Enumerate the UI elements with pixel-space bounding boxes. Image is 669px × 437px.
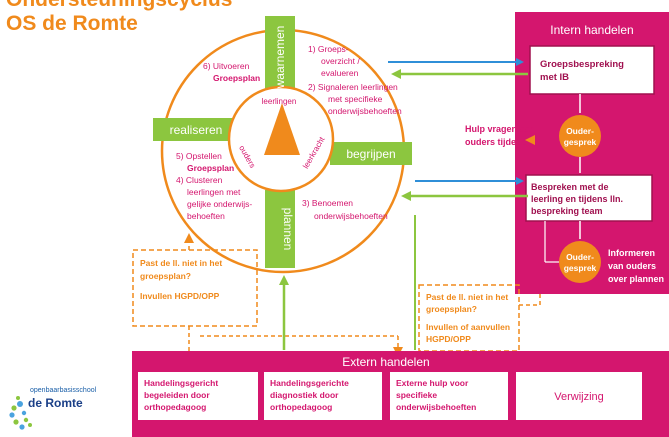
segment-realiseren	[153, 118, 241, 141]
q2-line3: onderwijsbehoeften	[328, 106, 402, 116]
q5-line2: Groepsplan	[187, 163, 234, 173]
title-line1: Ondersteuningscyclus	[6, 0, 232, 12]
extern-box4-line1: Verwijzing	[554, 391, 604, 403]
hulp-vragen-line2: ouders tijdens:	[465, 137, 530, 147]
informeren-line1: Informeren	[608, 248, 655, 258]
dashed-left-line3: Invullen HGPD/OPP	[140, 291, 220, 301]
center-triangle	[264, 103, 300, 155]
dashed-box-right: Past de ll. niet in het groepsplan? Invu…	[418, 284, 520, 352]
logo-small-text: openbaarbasisschool	[30, 387, 97, 394]
dashed-right-line1: Past de ll. niet in het	[426, 292, 508, 302]
bespreken-line3: bespreking team	[531, 206, 603, 216]
q2-line1: 2) Signaleren leerlingen	[308, 82, 398, 92]
extern-box1-line2: begeleiden door	[144, 390, 210, 400]
logo-icon	[9, 396, 32, 430]
q1-line2: overzicht /	[321, 56, 360, 66]
extern-box2-line3: orthopedagoog	[270, 402, 332, 412]
informeren-line2: van ouders	[608, 261, 656, 271]
q4-line2: leerlingen met	[187, 187, 241, 197]
extern-box3-line3: onderwijsbehoeften	[396, 402, 476, 412]
oudergesprek-1-line1: Ouder-	[566, 126, 594, 136]
q3-line2: onderwijsbehoeften	[314, 211, 388, 221]
q4-line3: gelijke onderwijs-	[187, 199, 252, 209]
extern-box2-line1: Handelingsgerichte	[270, 378, 349, 388]
q3-line1: 3) Benoemen	[302, 198, 353, 208]
extern-box2-line2: diagnostiek door	[270, 390, 339, 400]
q1-line3: evalueren	[321, 68, 359, 78]
intern-panel: Intern handelen Groepsbespreking met IB …	[515, 12, 669, 294]
oudergesprek-1-line2: gesprek	[564, 137, 597, 147]
q6-line2: Groepsplan	[213, 73, 260, 83]
label-realiseren: realiseren	[170, 123, 223, 137]
q4-line4: behoeften	[187, 211, 225, 221]
logo-main-text: de Romte	[28, 396, 83, 410]
bespreken-line2: leerling en tijdens lln.	[531, 194, 623, 204]
dashed-right-line3: Invullen of aanvullen	[426, 322, 510, 332]
dashed-right-line2: groepsplan?	[426, 304, 477, 314]
bespreken-line1: Bespreken met de	[531, 182, 609, 192]
dashed-box-left: Past de ll. niet in het groepsplan? Invu…	[132, 249, 258, 327]
extern-box3-line2: specifieke	[396, 390, 437, 400]
dashed-left-line1: Past de ll. niet in het	[140, 258, 222, 268]
groepsbespreking-line2: met IB	[540, 72, 569, 83]
extern-box-1	[138, 372, 258, 420]
q4-line1: 4) Clusteren	[176, 175, 223, 185]
q5-line1: 5) Opstellen	[176, 151, 222, 161]
oudergesprek-2-line2: gesprek	[564, 263, 597, 273]
extern-box1-line1: Handelingsgericht	[144, 378, 218, 388]
oudergesprek-2-line1: Ouder-	[566, 252, 594, 262]
q6-line1: 6) Uitvoeren	[203, 61, 250, 71]
oudergesprek-circle-1	[559, 115, 601, 157]
segment-waarnemen	[265, 16, 295, 98]
extern-box3-line1: Externe hulp voor	[396, 378, 469, 388]
dashed-left-line2: groepsplan?	[140, 271, 191, 281]
extern-header: Extern handelen	[342, 355, 429, 369]
title-line2: OS de Romte	[6, 12, 138, 35]
segment-plannen	[265, 190, 295, 268]
intern-header: Intern handelen	[550, 23, 633, 37]
q2-line2: met specifieke	[328, 94, 383, 104]
center-leerlingen: leerlingen	[262, 97, 297, 106]
dashed-right-line4: HGPD/OPP	[426, 334, 471, 344]
oudergesprek-circle-2	[559, 241, 601, 283]
extern-box-3	[390, 372, 508, 420]
extern-box1-line3: orthopedagoog	[144, 402, 206, 412]
extern-box-4	[516, 372, 642, 420]
extern-panel: Extern handelen Handelingsgericht begele…	[132, 351, 669, 437]
wheel: waarnemen plannen realiseren begrijpen l…	[153, 16, 412, 274]
label-begrijpen: begrijpen	[346, 147, 395, 161]
connector-arrows	[388, 58, 552, 201]
q1-line1: 1) Groeps-	[308, 44, 349, 54]
label-waarnemen: waarnemen	[273, 26, 287, 90]
informeren-line3: over plannen	[608, 274, 664, 284]
segment-begrijpen	[330, 142, 412, 165]
extern-box-2	[264, 372, 382, 420]
label-plannen: plannen	[281, 208, 295, 251]
groepsbespreking-line1: Groepsbespreking	[540, 59, 624, 70]
hulp-vragen-line1: Hulp vragen aan	[465, 124, 535, 134]
